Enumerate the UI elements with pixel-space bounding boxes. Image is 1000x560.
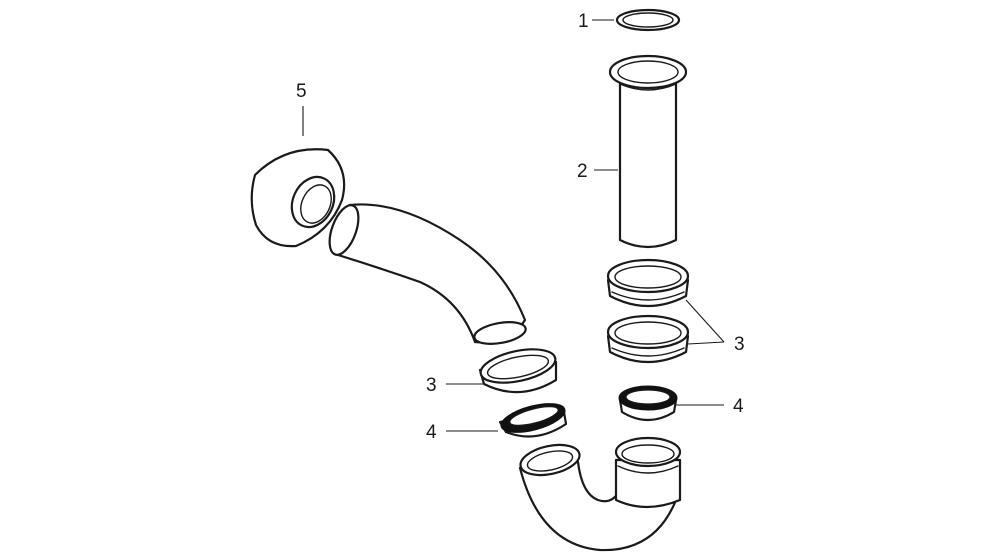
part-3-union-nut-lower (606, 314, 690, 364)
leader-3-right-b (687, 341, 725, 345)
siphon-bend (518, 436, 682, 552)
part-3-union-nut-left (478, 348, 558, 394)
part-2-vertical-tube (608, 54, 688, 249)
part-3-union-nut-upper (606, 258, 690, 308)
part-4-gasket-right (618, 385, 678, 422)
bent-wall-pipe (328, 203, 527, 345)
callout-3-right: 3 (734, 334, 745, 355)
leader-lines (302, 19, 725, 432)
callout-4-right: 4 (733, 396, 744, 417)
part-5-wall-rosette (250, 148, 346, 248)
callout-labels: 1 2 5 3 3 4 4 (296, 11, 745, 443)
part-4-gasket-left (498, 403, 568, 438)
part-1-sealing-ring (615, 8, 681, 32)
callout-1: 1 (578, 11, 589, 32)
callout-4-left: 4 (426, 422, 437, 443)
callout-2: 2 (577, 161, 588, 182)
callout-5: 5 (296, 81, 307, 102)
callout-3-left: 3 (426, 375, 437, 396)
leader-3-right-a (685, 299, 725, 343)
